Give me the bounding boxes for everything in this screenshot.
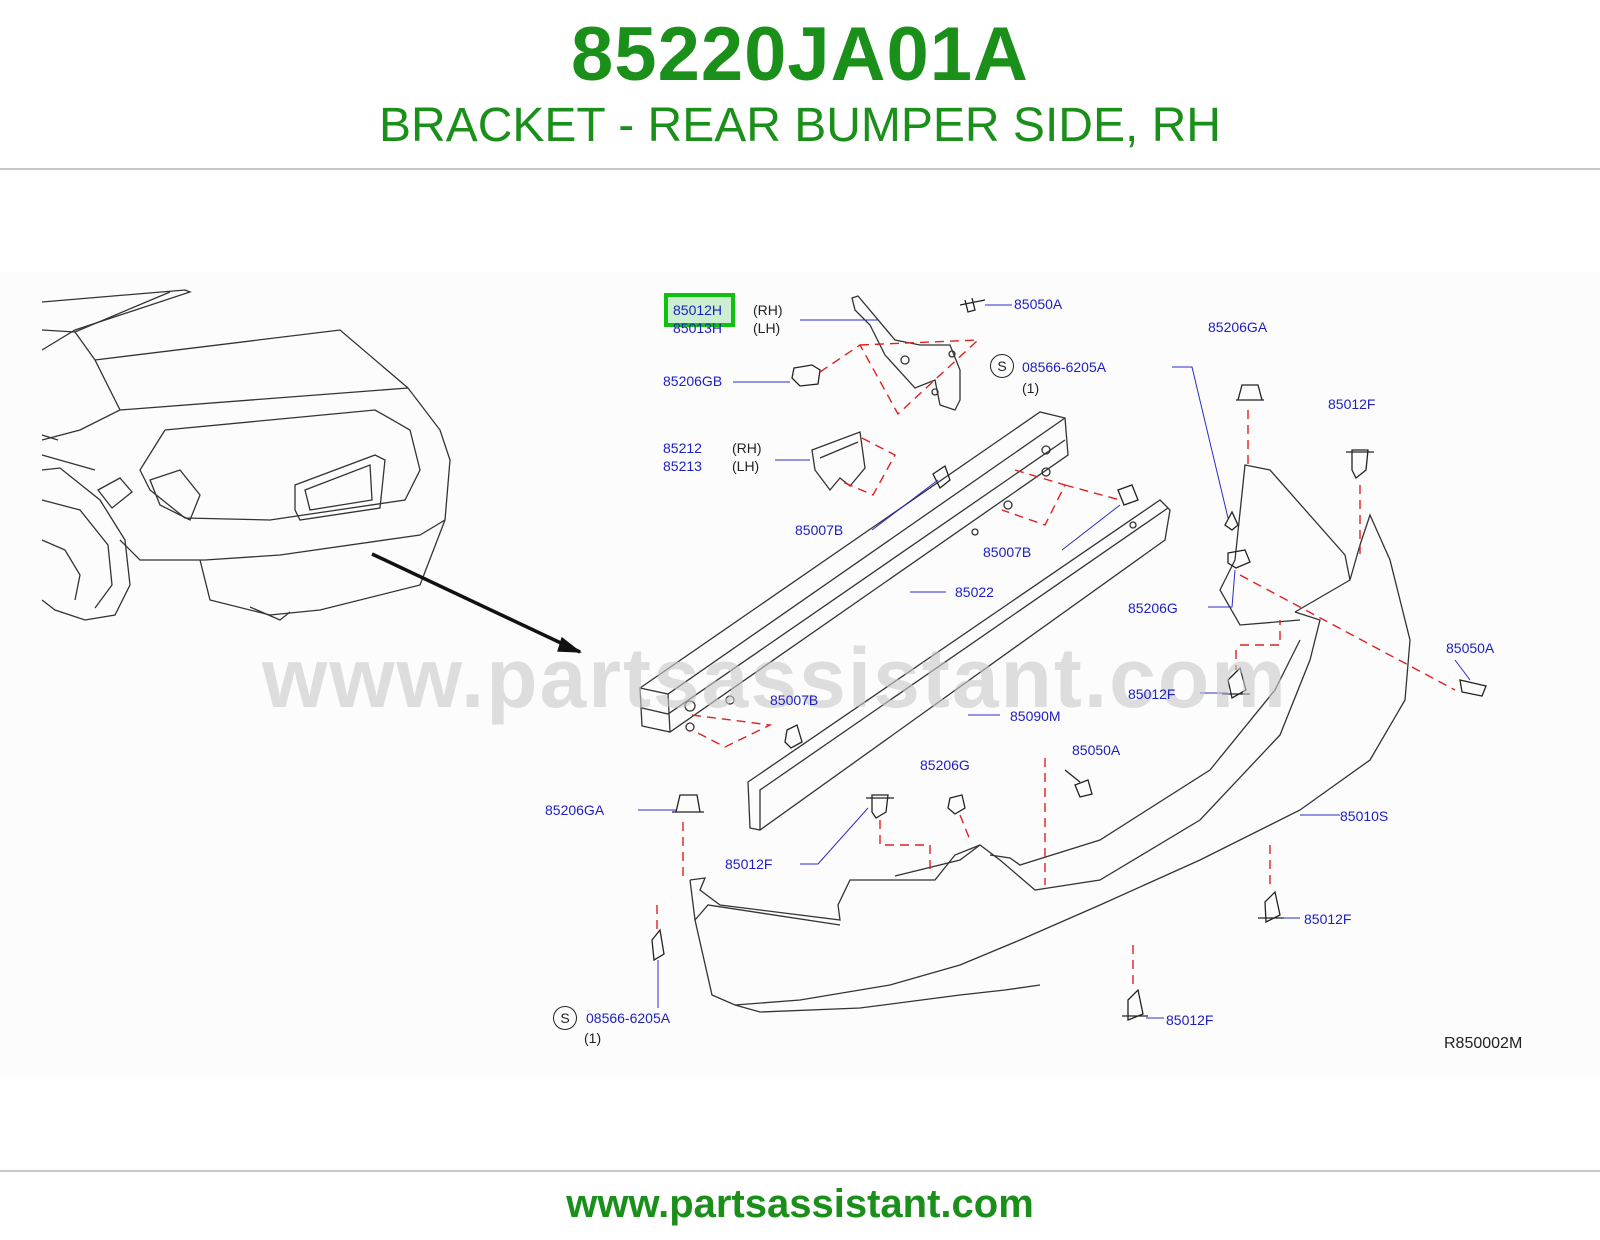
side-rh-2: (RH)	[732, 440, 762, 456]
callout-85090M[interactable]: 85090M	[1010, 708, 1061, 724]
callout-85012F-br1[interactable]: 85012F	[1304, 911, 1352, 927]
side-lh-1: (LH)	[753, 320, 781, 336]
bracket-rh-shape	[851, 295, 961, 411]
callout-85012F-mid[interactable]: 85012F	[725, 856, 773, 872]
callout-85007B-1[interactable]: 85007B	[795, 522, 844, 538]
side-rh-1: (RH)	[753, 302, 783, 318]
callout-85050A-top[interactable]: 85050A	[1014, 296, 1063, 312]
part-description: BRACKET - REAR BUMPER SIDE, RH	[379, 99, 1221, 152]
callout-85050A-mid[interactable]: 85050A	[1072, 742, 1121, 758]
s-badge-bottom: S	[553, 1006, 577, 1030]
callout-85206GA-top[interactable]: 85206GA	[1208, 319, 1268, 335]
footer-site-link[interactable]: www.partsassistant.com	[566, 1182, 1034, 1226]
callout-85050A-right[interactable]: 85050A	[1446, 640, 1495, 656]
callout-85010S[interactable]: 85010S	[1340, 808, 1389, 824]
bracket-plate-shape	[811, 431, 866, 492]
header-divider	[0, 168, 1600, 170]
callout-85206GA-left[interactable]: 85206GA	[545, 802, 605, 818]
reinforcement-beam	[639, 411, 1069, 733]
side-lh-2: (LH)	[732, 458, 760, 474]
callout-08566-6205A-bottom[interactable]: 08566-6205A	[586, 1010, 671, 1026]
bumper-fascia	[689, 464, 1411, 1013]
qty-bottom: (1)	[584, 1030, 602, 1046]
highlighted-part-box	[664, 293, 735, 327]
footer-divider	[0, 1170, 1600, 1172]
qty-top: (1)	[1022, 380, 1040, 396]
s-badge-top: S	[990, 354, 1014, 378]
callout-08566-6205A-top[interactable]: 08566-6205A	[1022, 359, 1107, 375]
car-rear-illustration	[41, 289, 451, 621]
diagram-reference-code: R850002M	[1444, 1035, 1523, 1052]
callout-85212[interactable]: 85212	[663, 440, 702, 456]
energy-absorber	[747, 499, 1171, 831]
callout-85012H[interactable]: 85012H	[673, 302, 723, 318]
header: 85220JA01A BRACKET - REAR BUMPER SIDE, R…	[0, 0, 1600, 170]
leader-lines	[638, 304, 1471, 1019]
callout-85022[interactable]: 85022	[955, 584, 994, 600]
watermark-text: www.partsassistant.com	[262, 631, 1288, 725]
dashed-alignment-lines	[656, 339, 1456, 990]
callout-85012F-r1[interactable]: 85012F	[1328, 396, 1376, 412]
fastener-shapes	[651, 297, 1487, 1021]
callout-85007B-2[interactable]: 85007B	[983, 544, 1032, 560]
callout-85213[interactable]: 85213	[663, 458, 702, 474]
callout-85012F-br2[interactable]: 85012F	[1166, 1012, 1214, 1028]
callout-85012F-r2[interactable]: 85012F	[1128, 686, 1176, 702]
callout-85206GB[interactable]: 85206GB	[663, 373, 723, 389]
callout-85013H[interactable]: 85013H	[673, 320, 723, 336]
diagram-panel	[0, 272, 1600, 1077]
callout-85206G-right[interactable]: 85206G	[1128, 600, 1178, 616]
callout-85206G-mid[interactable]: 85206G	[920, 757, 970, 773]
callout-85007B-3[interactable]: 85007B	[770, 692, 819, 708]
part-number-title: 85220JA01A	[571, 12, 1029, 97]
